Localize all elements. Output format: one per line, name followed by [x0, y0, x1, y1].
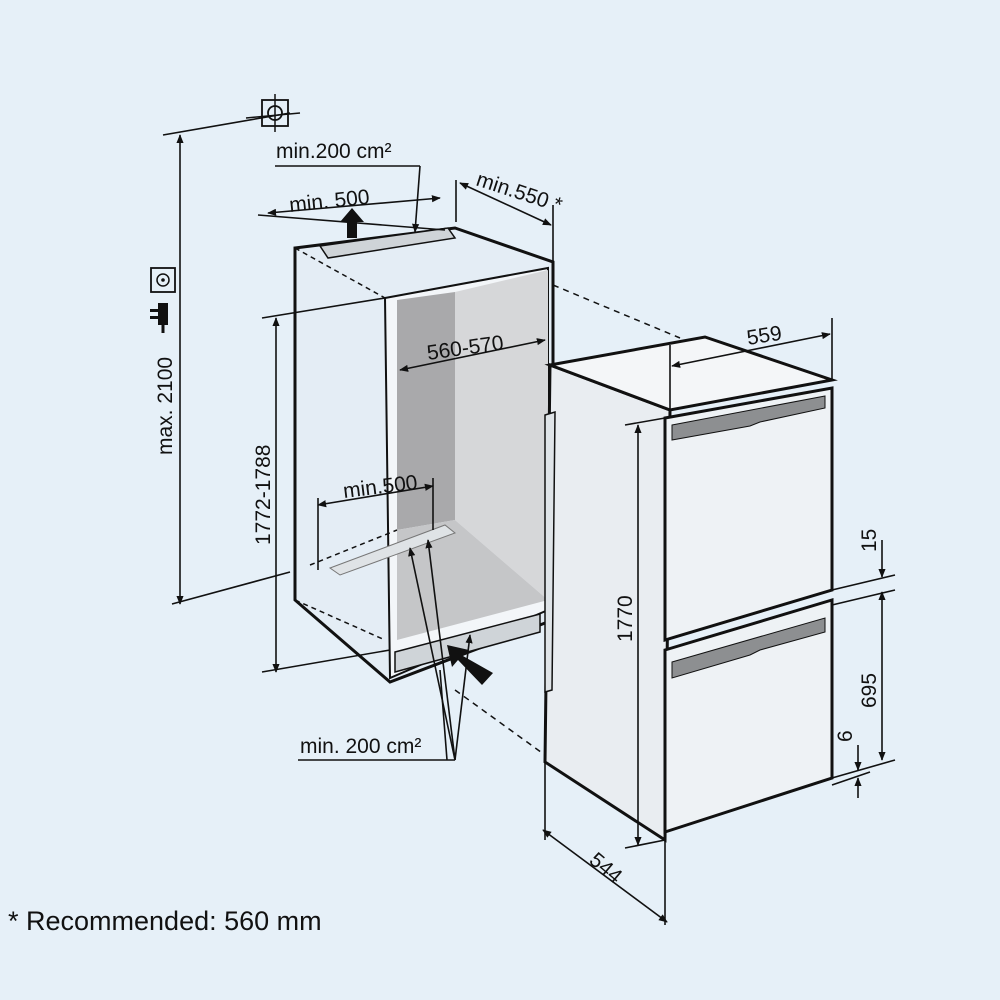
plug-icon: [150, 303, 168, 333]
label-gap-15: 15: [858, 529, 881, 552]
lower-door-handle: [671, 617, 826, 679]
footnote: * Recommended: 560 mm: [8, 906, 322, 936]
label-top-min500: min. 500: [288, 186, 371, 217]
upper-door-handle: [671, 395, 826, 441]
label-gap-6: 6: [834, 730, 857, 742]
dimension-lines: [162, 112, 896, 925]
label-vent-top: min.200 cm²: [276, 140, 392, 163]
label-appliance-width: 559: [745, 322, 783, 350]
label-niche-height: 1772-1788: [252, 445, 275, 545]
socket-icon: [150, 267, 176, 293]
fridge-freezer-appliance: [543, 335, 838, 843]
label-appliance-height: 1770: [614, 595, 637, 642]
label-vent-bottom: min. 200 cm²: [300, 735, 421, 758]
label-door-695: 695: [858, 673, 881, 708]
vent-symbol-icon: [245, 94, 301, 132]
airflow-arrow-icon: [340, 208, 493, 685]
label-appliance-depth: 544: [585, 848, 627, 888]
label-max-height: max. 2100: [154, 357, 177, 455]
